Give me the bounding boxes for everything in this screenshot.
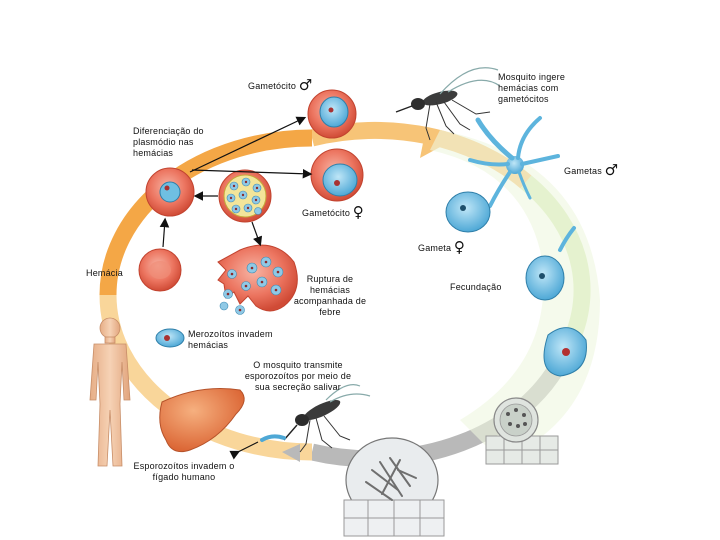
female-gamete-nucleus [460,205,466,211]
label-line: Merozoítos invadem [188,329,273,339]
mosquito-top-icon [395,67,501,141]
label-line: Mosquito ingere [498,72,566,82]
ookinete-nucleus [562,348,570,356]
male-symbol-icon: ♂ [604,161,619,179]
label-rupture: Ruptura de hemácias acompanhada de febre [288,274,372,318]
label-line: O mosquito transmite [253,360,343,370]
label-female-gamete: Gameta ♀ [418,238,466,256]
label-line: febre [319,307,341,317]
label-line: Diferenciação do [133,126,204,136]
label-line: Ruptura de [306,274,354,284]
male-gametes-icon [468,116,560,208]
female-symbol-icon: ♀ [453,238,466,256]
label-line: acompanhada de [293,296,367,306]
female-gamete-cell [445,191,491,233]
label-line: Esporozoítos invadem o [133,461,235,471]
female-symbol-icon: ♀ [352,203,364,221]
mosquito-bottom-icon [283,384,371,453]
label-male-gametes: Gametas ♂ [564,161,619,179]
label-line: esporozoítos por meio de [244,371,352,381]
diagram-arrows [159,116,313,460]
male-symbol-icon: ♂ [298,76,313,94]
human-figure-icon [89,317,131,467]
merozoite-nucleus [164,335,170,341]
label-line: plasmódio nas [133,137,194,147]
liver-icon [159,388,245,453]
mosquito-phase-tint [430,130,600,460]
label-male-gametocyte: Gametócito ♂ [248,76,313,94]
ring-arrow-top [420,128,442,158]
zygote-nucleus [539,273,545,279]
label-female-gametocyte: Gametócito ♀ [302,203,364,221]
gut-wall-icon [485,397,559,465]
fertilization-cell [525,255,565,301]
label-mosquito-transmits: O mosquito transmite esporozoítos por me… [236,360,360,393]
rupturing-cell [217,244,298,315]
label-merozoites: Merozoítos invadem hemácias [188,329,273,351]
label-line: hemácias com [498,83,559,93]
label-line: hemácias [188,340,229,350]
sperm-cell [558,226,576,252]
ring-arrow-bottom [282,444,300,462]
label-line: gametócitos [498,94,549,104]
label-line: hemácias [309,285,351,295]
label-line: fígado humano [152,472,216,482]
label-line: sua secreção salivar [254,382,342,392]
label-fertilization: Fecundação [450,282,502,292]
sporozoite-icon [260,434,286,442]
salivary-gland-icon [343,437,445,537]
label-red-cell: Hemácia [86,268,123,278]
label-sporozoites: Esporozoítos invadem o fígado humano [126,461,242,483]
label-line: hemácias [133,148,174,158]
label-differentiation: Diferenciação do plasmódio nas hemácias [133,126,204,159]
schizont-cell [218,169,272,223]
label-mosquito-ingests: Mosquito ingere hemácias com gametócitos [498,72,565,105]
